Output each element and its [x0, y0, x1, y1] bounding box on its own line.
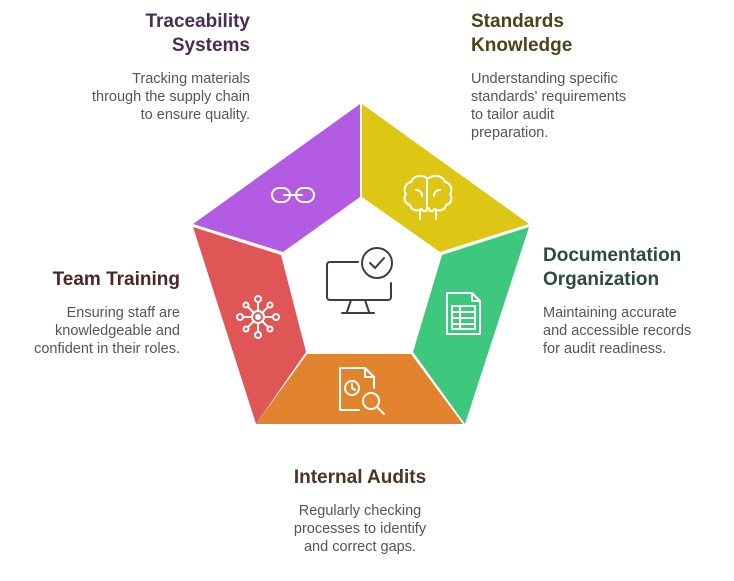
documentation-desc-line1: Maintaining accurate — [543, 305, 677, 321]
training-desc-line3: confident in their roles. — [34, 341, 180, 357]
spreadsheet-icon — [446, 292, 481, 335]
document-search-icon — [339, 367, 385, 415]
traceability-title-line1: Traceability — [145, 11, 250, 32]
training-title: Team Training — [0, 268, 180, 292]
traceability-desc-line1: Tracking materials — [132, 71, 250, 87]
standards-title: Standards Knowledge — [471, 10, 711, 58]
label-training: Team Training Ensuring staff are knowled… — [0, 268, 180, 358]
audits-title: Internal Audits — [250, 466, 470, 490]
audits-title-line1: Internal Audits — [293, 467, 427, 488]
network-hub-icon — [236, 295, 280, 339]
label-documentation: Documentation Organization Maintaining a… — [543, 244, 728, 358]
traceability-title-line2: Systems — [171, 35, 250, 56]
documentation-desc-line3: for audit readiness. — [543, 341, 667, 357]
standards-description: Understanding specific standards' requir… — [471, 70, 711, 142]
link-icon — [271, 187, 315, 203]
audits-desc-line2: processes to identify — [293, 521, 427, 537]
documentation-description: Maintaining accurate and accessible reco… — [543, 304, 728, 358]
documentation-title-line1: Documentation — [543, 245, 682, 266]
traceability-desc-line3: to ensure quality. — [140, 107, 250, 123]
traceability-title: Traceability Systems — [30, 10, 250, 58]
documentation-title-line2: Organization — [543, 269, 660, 290]
audits-desc-line1: Regularly checking — [298, 503, 422, 519]
segment-traceability — [193, 104, 360, 252]
traceability-desc-line2: through the supply chain — [92, 89, 250, 105]
segment-standards — [362, 104, 529, 252]
standards-title-line2: Knowledge — [471, 35, 573, 56]
training-desc-line1: Ensuring staff are — [66, 305, 180, 321]
training-desc-line2: knowledgeable and — [55, 323, 180, 339]
label-standards: Standards Knowledge Understanding specif… — [471, 10, 711, 142]
standards-desc-line1: Understanding specific — [471, 71, 618, 87]
training-description: Ensuring staff are knowledgeable and con… — [0, 304, 180, 358]
segment-documentation — [413, 227, 529, 424]
documentation-desc-line2: and accessible records — [543, 323, 692, 339]
monitor-check-icon — [326, 247, 393, 314]
training-title-line1: Team Training — [52, 269, 180, 290]
documentation-title: Documentation Organization — [543, 244, 728, 292]
standards-desc-line3: to tailor audit — [471, 107, 555, 123]
label-traceability: Traceability Systems Tracking materials … — [30, 10, 250, 124]
standards-desc-line4: preparation. — [471, 125, 549, 141]
standards-desc-line2: standards' requirements — [471, 89, 627, 105]
standards-title-line1: Standards — [471, 11, 564, 32]
audits-desc-line3: and correct gaps. — [303, 539, 417, 555]
brain-icon — [403, 174, 453, 220]
label-audits: Internal Audits Regularly checking proce… — [250, 466, 470, 556]
audits-description: Regularly checking processes to identify… — [250, 502, 470, 556]
traceability-description: Tracking materials through the supply ch… — [30, 70, 250, 124]
